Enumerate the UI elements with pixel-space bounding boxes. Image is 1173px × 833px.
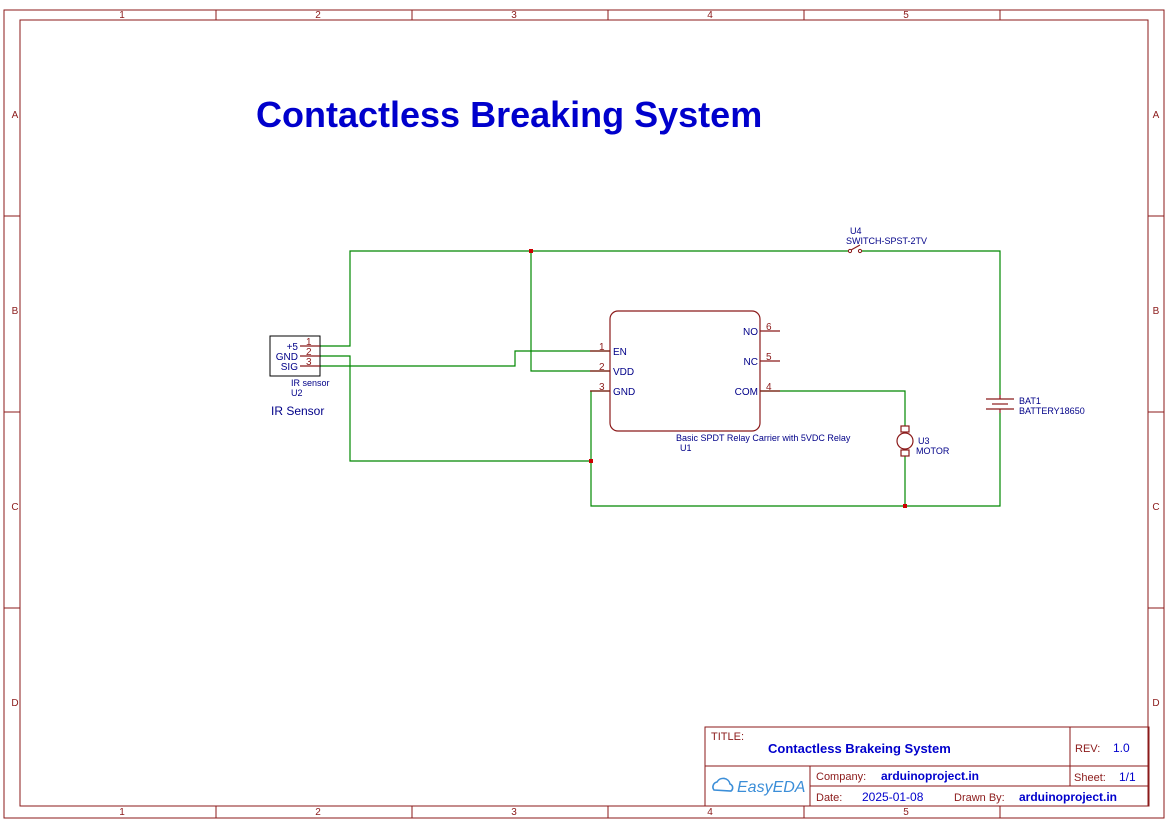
pin-number: 3	[306, 357, 312, 368]
row-label-right: D	[1152, 698, 1159, 709]
title-block: TITLE: Contactless Brakeing System REV: …	[704, 726, 1150, 807]
wire-vcc-rail	[320, 250, 848, 347]
motor-terminal	[900, 425, 910, 433]
wire-vdd	[530, 251, 610, 372]
wire-sensor-gnd	[320, 355, 591, 462]
pin-name: COM	[735, 387, 758, 398]
cloud-icon	[712, 777, 734, 792]
switch[interactable]: U4 SWITCH-SPST-2TV	[846, 226, 927, 254]
wire-com-motor	[760, 390, 906, 426]
wire-sig-en	[320, 350, 610, 367]
col-label-bottom: 4	[707, 807, 713, 818]
pin-number: 1	[306, 337, 312, 348]
date-label: Date:	[816, 792, 842, 804]
row-label-left: D	[11, 698, 18, 709]
title-value: Contactless Brakeing System	[768, 741, 951, 756]
easyeda-logo: EasyEDA	[712, 777, 805, 796]
designator: BAT1	[1019, 396, 1041, 406]
part-label: Basic SPDT Relay Carrier with 5VDC Relay	[676, 433, 851, 443]
col-label-bottom: 5	[903, 807, 909, 818]
designator: U1	[680, 443, 692, 453]
part-label: SWITCH-SPST-2TV	[846, 236, 927, 246]
col-label-top: 4	[707, 10, 713, 21]
motor-terminal	[900, 449, 910, 457]
pin-name: EN	[613, 347, 627, 358]
junctions	[529, 249, 907, 508]
motor[interactable]: U3 MOTOR	[896, 425, 950, 457]
date-value: 2025-01-08	[862, 790, 924, 804]
pin-name: NC	[744, 357, 758, 368]
col-label-top: 1	[119, 10, 125, 21]
pin-number: 1	[599, 342, 605, 353]
part-label: BATTERY18650	[1019, 406, 1085, 416]
drawn-by-value: arduinoproject.in	[1019, 790, 1117, 804]
rev-value: 1.0	[1113, 741, 1130, 755]
ruler-labels: 1 2 3 4 5 1 2 3 4 5 A B C D A B C D	[11, 10, 1159, 818]
component-caption: IR Sensor	[271, 404, 324, 418]
col-label-top: 5	[903, 10, 909, 21]
row-label-right: B	[1153, 306, 1160, 317]
pin-number: 6	[766, 322, 772, 333]
col-label-top: 3	[511, 10, 517, 21]
rev-label: REV:	[1075, 743, 1100, 755]
motor-body	[896, 432, 914, 450]
wire-switch-battery	[862, 250, 1001, 395]
row-label-left: A	[12, 110, 19, 121]
pin-number: 4	[766, 382, 772, 393]
battery[interactable]: BAT1 BATTERY18650	[986, 395, 1085, 416]
sheet-frame	[3, 9, 1165, 819]
designator: U4	[850, 226, 862, 236]
pin-number: 5	[766, 352, 772, 363]
company-label: Company:	[816, 771, 866, 783]
pin-name: VDD	[613, 367, 634, 378]
junction-dot	[903, 504, 907, 508]
junction-dot	[529, 249, 533, 253]
pin-number: 2	[599, 362, 605, 373]
pin-name: +5	[287, 342, 299, 353]
row-label-left: C	[11, 502, 18, 513]
part-label: MOTOR	[916, 446, 950, 456]
pin-name: SIG	[281, 362, 298, 373]
pin-number: 3	[599, 382, 605, 393]
row-label-left: B	[12, 306, 19, 317]
pin-name: GND	[276, 352, 298, 363]
pin-name: GND	[613, 387, 635, 398]
designator: U2	[291, 388, 303, 398]
pin-number: 2	[306, 347, 312, 358]
switch-contact	[847, 248, 853, 254]
pin-name: NO	[743, 327, 758, 338]
part-label: IR sensor	[291, 378, 330, 388]
switch-contact	[857, 248, 863, 254]
page-title: Contactless Breaking System	[256, 94, 762, 135]
row-label-right: C	[1152, 502, 1159, 513]
designator: U3	[918, 436, 930, 446]
sheet-value: 1/1	[1119, 770, 1136, 784]
col-label-top: 2	[315, 10, 321, 21]
col-label-bottom: 1	[119, 807, 125, 818]
company-value: arduinoproject.in	[881, 769, 979, 783]
title-label: TITLE:	[711, 731, 744, 743]
ir-sensor[interactable]: 1 2 3 +5 GND SIG IR sensor U2 IR Sensor	[269, 335, 330, 418]
col-label-bottom: 3	[511, 807, 517, 818]
wires	[320, 250, 1001, 507]
junction-dot	[589, 459, 593, 463]
relay-module[interactable]: 1 2 3 EN VDD GND 6 5 4 NO NC COM Basic S…	[590, 310, 851, 453]
row-label-right: A	[1153, 110, 1160, 121]
switch-lever	[850, 244, 861, 251]
drawn-by-label: Drawn By:	[954, 792, 1005, 804]
col-label-bottom: 2	[315, 807, 321, 818]
sheet-label: Sheet:	[1074, 772, 1106, 784]
logo-text: EasyEDA	[737, 779, 805, 796]
